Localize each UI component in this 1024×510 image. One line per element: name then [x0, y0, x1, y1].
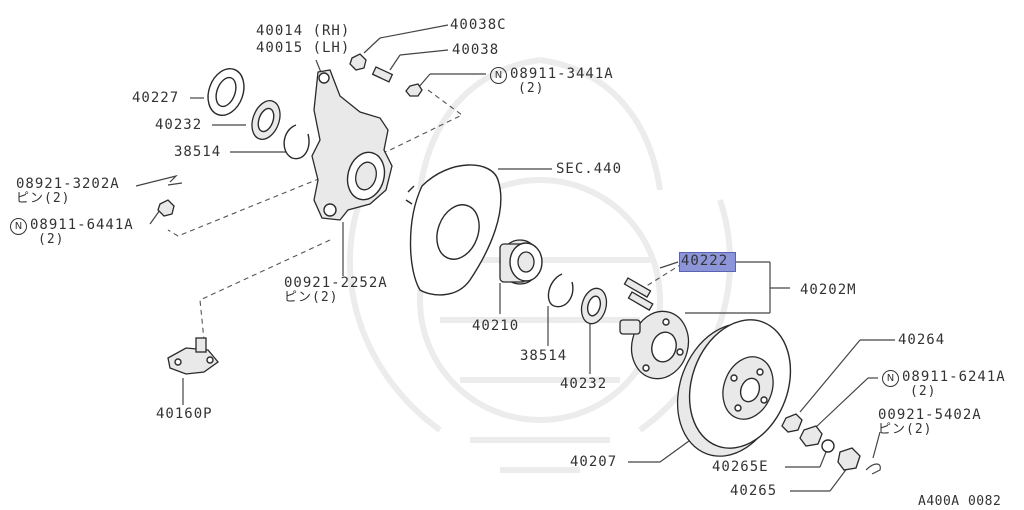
label-08911-6441a-qty: (2) — [38, 232, 65, 247]
label-00921-5402a: 00921-5402A — [878, 407, 982, 423]
label-08921-3202a-qty: ピン(2) — [16, 191, 71, 206]
label-40202m: 40202M — [800, 282, 857, 298]
hardware-right — [781, 413, 881, 475]
label-40210: 40210 — [472, 318, 520, 334]
knuckle-assembly — [311, 69, 393, 221]
label-40222: 40222 — [681, 254, 728, 269]
reference-code: A400A 0082 — [918, 494, 1002, 509]
label-40207: 40207 — [570, 454, 618, 470]
snap-ring-38514-top — [283, 124, 310, 160]
label-40265: 40265 — [730, 483, 778, 499]
label-40160p: 40160P — [156, 406, 213, 422]
assembly-lines — [167, 89, 686, 351]
n-mark-icon: N — [882, 370, 899, 387]
label-38514-bottom: 38514 — [520, 348, 568, 364]
bolt-hardware-top — [135, 53, 423, 217]
highlight-40222 — [679, 252, 736, 272]
label-00921-5402a-qty: ピン(2) — [878, 422, 933, 437]
hub-bolts — [623, 277, 654, 311]
ball-joint-40160p — [167, 337, 219, 375]
label-40038c: 40038C — [450, 17, 507, 33]
label-08911-3441a-qty: (2) — [518, 81, 545, 96]
label-08911-6241a: 08911-6241A — [902, 369, 1006, 385]
label-38514-top: 38514 — [174, 144, 222, 160]
label-08911-6441a: 08911-6441A — [30, 217, 134, 233]
n-mark-icon: N — [490, 67, 507, 84]
label-40014-rh: 40014 (RH) — [256, 23, 351, 39]
label-40264: 40264 — [898, 332, 946, 348]
label-40015-lh: 40015 (LH) — [256, 40, 351, 56]
hub-40202m — [619, 310, 690, 380]
label-40265e: 40265E — [712, 459, 769, 475]
snap-ring-38514-bottom — [547, 273, 574, 308]
label-40222-tail: 2 — [718, 253, 729, 269]
brake-disc-40207 — [676, 319, 792, 457]
label-40038: 40038 — [452, 42, 500, 58]
splash-shield — [405, 164, 502, 296]
label-40227: 40227 — [132, 90, 180, 106]
label-40232-top: 40232 — [155, 117, 203, 133]
seal-40232-top — [251, 100, 281, 140]
label-08911-6241a-qty: (2) — [910, 384, 937, 399]
label-40222-highlighted: 4022 — [681, 253, 719, 269]
bearing-40210 — [499, 239, 543, 285]
label-00921-2252a: 00921-2252A — [284, 275, 388, 291]
n-mark-icon: N — [10, 218, 27, 235]
seal-40227 — [207, 68, 245, 116]
label-40232-bottom: 40232 — [560, 376, 608, 392]
label-08911-3441a: 08911-3441A — [510, 66, 614, 82]
label-08921-3202a: 08921-3202A — [16, 176, 120, 192]
seal-40232-bottom — [580, 287, 608, 325]
label-00921-2252a-qty: ピン(2) — [284, 290, 339, 305]
label-sec440: SEC.440 — [556, 161, 623, 177]
